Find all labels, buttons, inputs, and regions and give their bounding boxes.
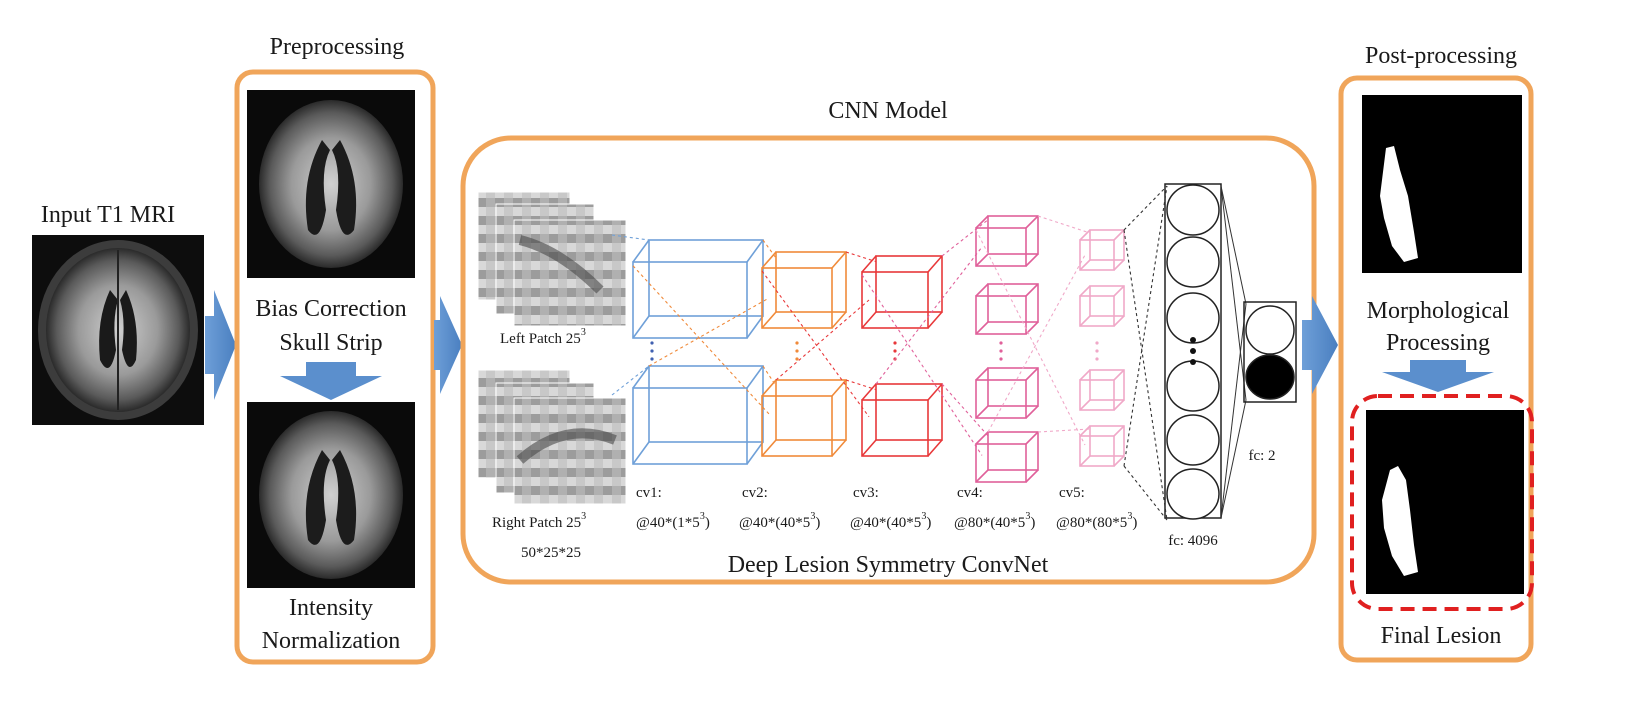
layer-connector (875, 246, 983, 385)
layer-spec-label: @40*(1*53) (636, 511, 710, 531)
postprocessing-title: Post-processing (1365, 43, 1517, 69)
final-lesion-label: Final Lesion (1381, 623, 1502, 649)
layer-connector (775, 299, 870, 381)
layer-spec-label: @40*(40*53) (850, 511, 931, 531)
fc-neuron (1166, 184, 1220, 236)
layer-name-label: cv2: (742, 485, 768, 501)
layer-spec-label: @80*(40*53) (954, 511, 1035, 531)
fc-connector (1123, 229, 1168, 521)
fc-connector (1123, 185, 1168, 231)
layer-connector (845, 379, 877, 391)
fc-connector (1123, 185, 1168, 467)
ellipsis-dots (1190, 337, 1196, 365)
layer-connector (632, 265, 770, 415)
patch-connector (611, 365, 650, 396)
layer-connector (1037, 428, 1091, 433)
conv-cube-4 (975, 283, 1039, 335)
ellipsis-dots (650, 341, 654, 361)
layer-connector (1037, 215, 1091, 234)
fc-neuron (1166, 414, 1220, 466)
layer-connector (861, 274, 983, 456)
fc-2-label: fc: 2 (1248, 448, 1275, 464)
bias-correction-label: Bias Correction (255, 296, 406, 322)
conv-cube-2 (761, 379, 847, 457)
conv-cube-2 (761, 251, 847, 329)
layer-spec-label: @80*(80*53) (1056, 511, 1137, 531)
layer-connector (845, 251, 877, 263)
conv-cube-5 (1079, 369, 1125, 411)
conv-cube-4 (975, 431, 1039, 483)
input-mri-image (32, 235, 204, 425)
fc-neuron (1166, 236, 1220, 288)
final-lesion-mask (1366, 410, 1524, 594)
conv-cube-1 (632, 239, 764, 339)
fc-4096-label: fc: 4096 (1168, 533, 1218, 549)
preprocessing-title: Preprocessing (270, 34, 405, 60)
fc-4096-layer (1123, 183, 1247, 521)
fc-connector (1220, 399, 1247, 519)
postprocessing-panel (1338, 75, 1534, 663)
layer-spec-label: @40*(40*53) (739, 511, 820, 531)
layer-name-label: cv4: (957, 485, 983, 501)
fc-neuron (1166, 468, 1220, 520)
conv-cube-1 (632, 365, 764, 465)
conv-cube-5 (1079, 229, 1125, 271)
layer-connector (975, 229, 1086, 446)
cnn-subtitle: Deep Lesion Symmetry ConvNet (728, 552, 1049, 578)
normalization-label: Normalization (262, 628, 401, 654)
final-lesion-highlight (1350, 394, 1534, 611)
arrow-2 (434, 296, 462, 394)
fc-neuron (1166, 360, 1220, 412)
right-patch-label: Right Patch 253 (492, 511, 586, 531)
conv-cube-4 (975, 367, 1039, 419)
ellipsis-dots (795, 341, 799, 361)
left-patch-stack (477, 191, 627, 327)
arrow-1 (205, 290, 236, 400)
conv-cube-3 (861, 255, 943, 329)
cnn-title: CNN Model (828, 98, 948, 124)
conv-cube-5 (1079, 425, 1125, 467)
bias-corrected-image (247, 90, 415, 278)
morphology-input-mask (1362, 95, 1522, 273)
cnn-layers: cv1: @40*(1*53) cv2: @40*(40*53) cv3: @40*(40… (611, 215, 1137, 531)
fc-connector (1220, 185, 1247, 401)
left-patch-label: Left Patch 253 (500, 327, 586, 347)
arrow-down-post (1382, 360, 1494, 392)
input-size-label: 50*25*25 (521, 545, 581, 561)
intensity-label: Intensity (289, 595, 373, 621)
ellipsis-dots (999, 341, 1003, 361)
normalized-image (247, 402, 415, 588)
processing-label: Processing (1386, 330, 1490, 356)
input-label: Input T1 MRI (41, 202, 175, 228)
conv-cube-5 (1079, 285, 1125, 327)
layer-name-label: cv3: (853, 485, 879, 501)
preprocessing-panel (234, 69, 436, 665)
fc-connector (1220, 185, 1247, 305)
layer-connector (987, 254, 1086, 433)
layer-connector (761, 270, 870, 418)
layer-connector (941, 383, 989, 437)
layer-connector (941, 219, 989, 257)
layer-connector (648, 297, 770, 367)
fc-connector (1220, 303, 1247, 519)
ellipsis-dots (893, 341, 897, 361)
right-patch-stack (477, 369, 627, 505)
fc-neuron (1166, 292, 1220, 344)
conv-cube-4 (975, 215, 1039, 267)
skull-strip-label: Skull Strip (279, 330, 382, 356)
ellipsis-dots (1095, 341, 1099, 361)
layer-name-label: cv5: (1059, 485, 1085, 501)
patch-connector (611, 234, 650, 241)
morphological-label: Morphological (1367, 298, 1510, 324)
arrow-down-preproc (280, 362, 382, 400)
layer-name-label: cv1: (636, 485, 662, 501)
fc-2-layer (1243, 301, 1297, 403)
arrow-3 (1302, 296, 1338, 394)
conv-cube-3 (861, 383, 943, 457)
